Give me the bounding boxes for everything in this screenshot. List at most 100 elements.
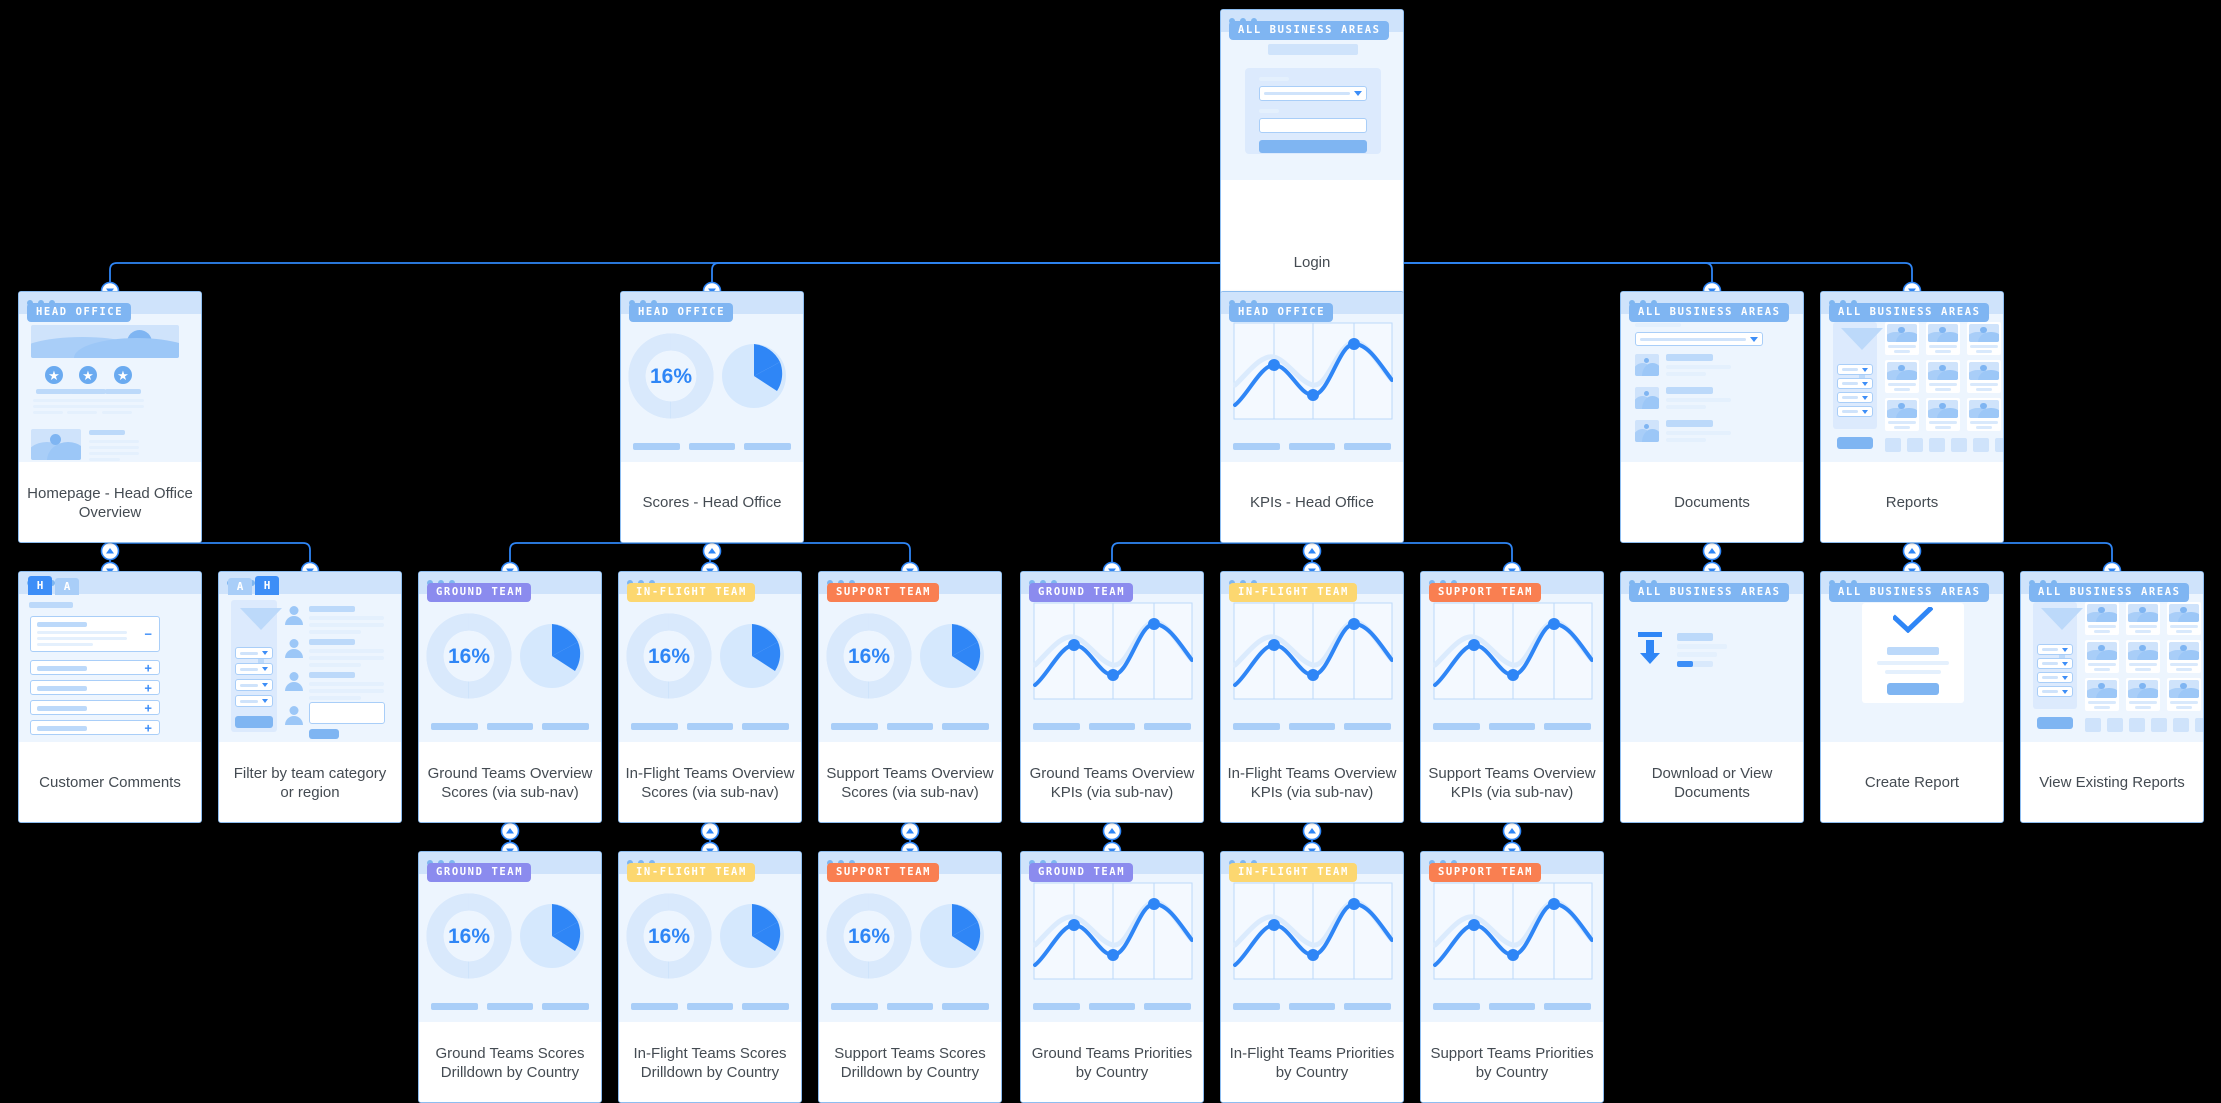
report-card[interactable] [1967, 322, 2001, 355]
pagination-item[interactable] [1973, 438, 1989, 452]
apply-filter-button[interactable] [1837, 437, 1873, 449]
pagination-item[interactable] [2107, 718, 2123, 732]
sitemap-node-sp-scores-d[interactable]: SUPPORT TEAM 16% Support Teams Scores Dr… [818, 851, 1002, 1103]
sitemap-node-download-docs[interactable]: ALL BUSINESS AREAS Download or View Docu… [1620, 571, 1804, 823]
sitemap-node-homepage[interactable]: HEAD OFFICE ★★★ Homepage - Head Office O… [18, 291, 202, 543]
report-card[interactable] [1926, 360, 1960, 393]
sitemap-node-if-scores[interactable]: IN-FLIGHT TEAM 16% In-Flight Teams Overv… [618, 571, 802, 823]
node-output-handle[interactable] [702, 541, 722, 561]
report-card[interactable] [1885, 360, 1919, 393]
node-output-handle[interactable] [1302, 541, 1322, 561]
tab-home[interactable]: H [255, 576, 279, 595]
team-filter-select[interactable] [235, 663, 273, 675]
report-filter-select[interactable] [1837, 364, 1873, 375]
node-output-handle[interactable] [1902, 541, 1922, 561]
sitemap-node-if-prio[interactable]: IN-FLIGHT TEAM In-Flight Teams Prioritie… [1220, 851, 1404, 1103]
pagination-item[interactable] [2129, 718, 2145, 732]
accordion-item-collapsed[interactable]: + [30, 660, 160, 675]
sitemap-node-if-kpis[interactable]: IN-FLIGHT TEAM In-Flight Teams Overview … [1220, 571, 1404, 823]
report-card[interactable] [2126, 678, 2160, 711]
report-card[interactable] [1967, 360, 2001, 393]
report-filter-select[interactable] [2037, 686, 2073, 697]
report-card[interactable] [2126, 640, 2160, 673]
password-field[interactable] [1259, 118, 1367, 133]
sitemap-node-gt-kpis[interactable]: GROUND TEAM Ground Teams Overview KPIs (… [1020, 571, 1204, 823]
report-card[interactable] [1885, 322, 1919, 355]
pagination-item[interactable] [2085, 718, 2101, 732]
node-caption: Support Teams Scores Drilldown by Countr… [819, 1022, 1001, 1102]
pagination-item[interactable] [1995, 438, 2003, 452]
node-caption: Support Teams Overview KPIs (via sub-nav… [1421, 742, 1603, 822]
report-card[interactable] [1967, 398, 2001, 431]
tab-home[interactable]: H [28, 576, 52, 595]
sitemap-node-comments[interactable]: H A − + + [18, 571, 202, 823]
report-card[interactable] [1926, 322, 1960, 355]
business-area-select[interactable] [1259, 86, 1367, 101]
pagination-item[interactable] [2151, 718, 2167, 732]
report-card[interactable] [2167, 602, 2201, 635]
apply-filter-button[interactable] [235, 716, 273, 728]
team-filter-select[interactable] [235, 647, 273, 659]
node-output-handle[interactable] [500, 821, 520, 841]
sitemap-node-documents[interactable]: ALL BUSINESS AREAS [1620, 291, 1804, 543]
pagination-item[interactable] [1885, 438, 1901, 452]
node-output-handle[interactable] [900, 821, 920, 841]
accordion-item-collapsed[interactable]: + [30, 720, 160, 735]
sitemap-node-gt-scores[interactable]: GROUND TEAM 16% Ground Teams Overview Sc… [418, 571, 602, 823]
node-output-handle[interactable] [1702, 541, 1722, 561]
tab-all[interactable]: A [228, 578, 252, 595]
sitemap-node-sp-scores[interactable]: SUPPORT TEAM 16% Support Teams Overview … [818, 571, 1002, 823]
report-filter-select[interactable] [1837, 406, 1873, 417]
reply-textarea[interactable] [309, 702, 385, 724]
pagination-item[interactable] [2195, 718, 2203, 732]
hero-image [31, 325, 179, 358]
legend-item [1033, 1003, 1080, 1010]
report-card[interactable] [1926, 398, 1960, 431]
pagination-item[interactable] [1929, 438, 1945, 452]
report-card[interactable] [2126, 602, 2160, 635]
accordion-item-expanded[interactable]: − [30, 616, 160, 652]
node-output-handle[interactable] [1302, 821, 1322, 841]
sitemap-node-gt-prio[interactable]: GROUND TEAM Ground Teams Priorities by C… [1020, 851, 1204, 1103]
report-card[interactable] [2085, 640, 2119, 673]
team-filter-select[interactable] [235, 695, 273, 707]
sitemap-node-sp-kpis[interactable]: SUPPORT TEAM Support Teams Overview KPIs… [1420, 571, 1604, 823]
report-card[interactable] [1885, 398, 1919, 431]
sitemap-node-filter[interactable]: A H [218, 571, 402, 823]
report-filter-select[interactable] [1837, 392, 1873, 403]
pagination-item[interactable] [1907, 438, 1923, 452]
sitemap-node-if-scores-d[interactable]: IN-FLIGHT TEAM 16% In-Flight Teams Score… [618, 851, 802, 1103]
node-output-handle[interactable] [1502, 821, 1522, 841]
accordion-item-collapsed[interactable]: + [30, 700, 160, 715]
download-icon[interactable] [1637, 632, 1663, 664]
sitemap-node-scores-ho[interactable]: HEAD OFFICE 16% Scores - Head Office [620, 291, 804, 543]
document-filter-select[interactable] [1635, 332, 1763, 346]
sitemap-node-gt-scores-d[interactable]: GROUND TEAM 16% Ground Teams Scores Dril… [418, 851, 602, 1103]
report-filter-select[interactable] [2037, 658, 2073, 669]
sitemap-node-view-reports[interactable]: ALL BUSINESS AREAS [2020, 571, 2204, 823]
apply-filter-button[interactable] [2037, 717, 2073, 729]
report-card[interactable] [2085, 602, 2119, 635]
create-report-button[interactable] [1887, 683, 1939, 695]
team-filter-select[interactable] [235, 679, 273, 691]
report-filter-select[interactable] [2037, 672, 2073, 683]
chart-legend [1033, 723, 1192, 730]
report-filter-select[interactable] [1837, 378, 1873, 389]
sitemap-node-kpis-ho[interactable]: HEAD OFFICE KPIs - Head Office [1220, 291, 1404, 543]
node-output-handle[interactable] [700, 821, 720, 841]
reply-submit-button[interactable] [309, 729, 339, 739]
node-output-handle[interactable] [1102, 821, 1122, 841]
report-card[interactable] [2167, 678, 2201, 711]
accordion-item-collapsed[interactable]: + [30, 680, 160, 695]
tab-all[interactable]: A [55, 578, 79, 595]
pagination-item[interactable] [2173, 718, 2189, 732]
sitemap-node-create-report[interactable]: ALL BUSINESS AREAS Create Report [1820, 571, 2004, 823]
report-filter-select[interactable] [2037, 644, 2073, 655]
pagination-item[interactable] [1951, 438, 1967, 452]
node-output-handle[interactable] [100, 541, 120, 561]
report-card[interactable] [2167, 640, 2201, 673]
sitemap-node-reports[interactable]: ALL BUSINESS AREAS [1820, 291, 2004, 543]
sitemap-node-sp-prio[interactable]: SUPPORT TEAM Support Teams Priorities by… [1420, 851, 1604, 1103]
login-submit-button[interactable] [1259, 140, 1367, 153]
report-card[interactable] [2085, 678, 2119, 711]
